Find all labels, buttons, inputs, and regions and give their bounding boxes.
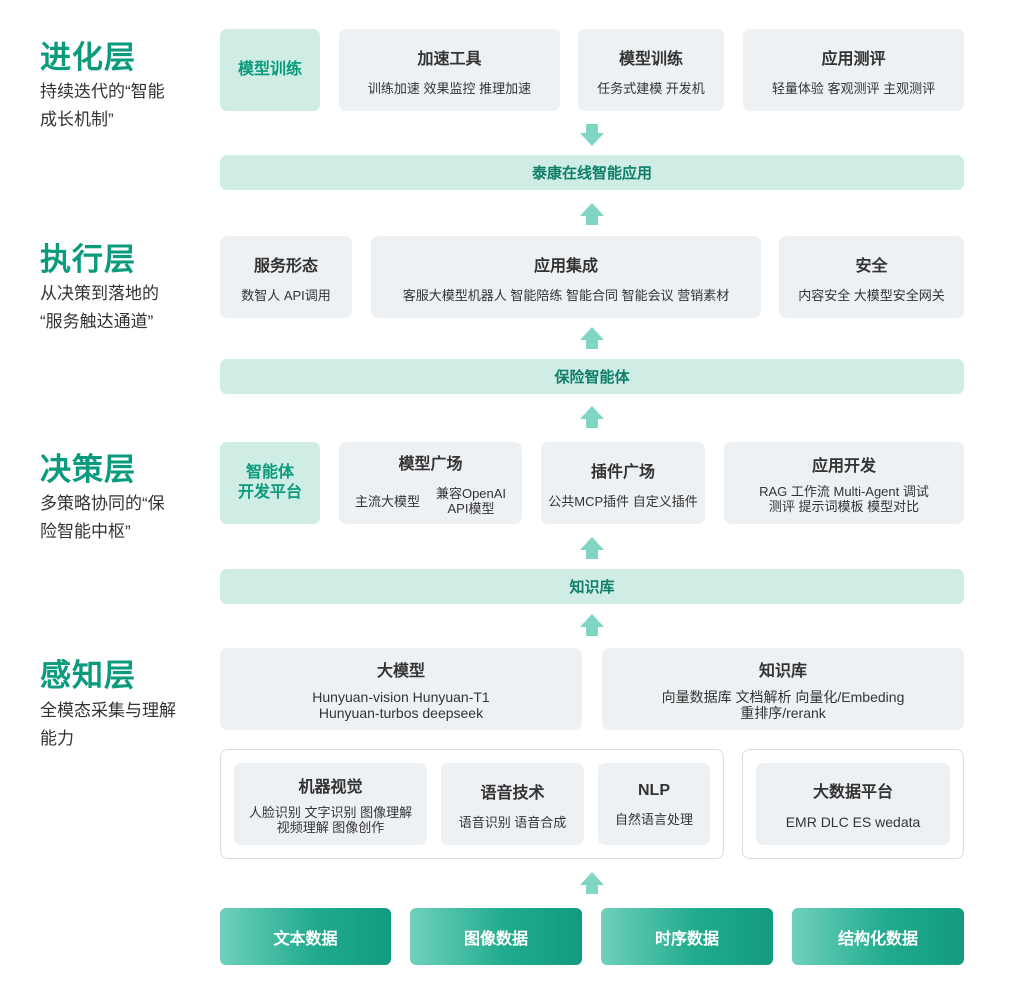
box-items-line: 视频理解 图像创作 <box>276 820 385 835</box>
box-title: 插件广场 <box>590 463 655 481</box>
layer-desc-line: “服务触达通道” <box>40 312 154 331</box>
per-speech-box: 语音技术 语音识别 语音合成 <box>441 763 584 845</box>
box-title: 模型广场 <box>398 456 463 473</box>
dec-model-square-box: 模型广场 主流大模型 兼容OpenAI API模型 <box>339 442 522 524</box>
box-title: 应用开发 <box>811 458 876 475</box>
box-title: 知识库 <box>758 663 807 680</box>
item-mainstream: 主流大模型 <box>354 493 420 509</box>
box-items: 语音识别 语音合成 <box>458 814 567 830</box>
arrow-up-icon <box>580 327 604 349</box>
box-items: 内容安全 大模型安全网关 <box>798 287 945 303</box>
layer-desc-line: 成长机制” <box>40 110 114 129</box>
evo-highlight-model-training: 模型训练 <box>220 29 320 111</box>
box-items-line: 人脸识别 文字识别 图像理解 <box>248 805 413 820</box>
box-items-line: RAG 工作流 Multi-Agent 调试 <box>759 484 929 499</box>
dec-plugin-square-box: 插件广场 公共MCP插件 自定义插件 <box>541 442 705 524</box>
layer-title-evolution: 进化层 <box>40 40 136 75</box>
box-items-line: Hunyuan-turbos deepseek <box>318 705 484 721</box>
data-source-structured: 结构化数据 <box>792 908 964 965</box>
per-llm-box: 大模型 Hunyuan-vision Hunyuan-T1 Hunyuan-tu… <box>220 648 582 730</box>
box-items-line: 重排序/rerank <box>740 705 826 721</box>
box-items-line: 向量数据库 文档解析 向量化/Embeding <box>661 689 905 705</box>
box-title: 模型训练 <box>618 50 683 68</box>
box-title: 应用集成 <box>533 257 598 275</box>
layer-desc-line: 多策略协同的“保 <box>40 494 165 513</box>
evo-app-eval-box: 应用测评 轻量体验 客观测评 主观测评 <box>743 29 964 111</box>
evo-bar: 泰康在线智能应用 <box>220 155 964 190</box>
layer-desc-perception: 全模态采集与理解 能力 <box>40 697 176 753</box>
highlight-line: 开发平台 <box>237 484 302 501</box>
data-source-timeseries: 时序数据 <box>601 908 773 965</box>
box-items: EMR DLC ES wedata <box>785 814 921 830</box>
box-title: NLP <box>638 781 670 799</box>
layer-desc-decision: 多策略协同的“保 险智能中枢” <box>40 490 165 546</box>
arrow-up-icon <box>580 614 604 636</box>
item-line: API模型 <box>447 501 495 516</box>
item-line: 兼容OpenAI <box>435 486 507 501</box>
box-title: 安全 <box>855 257 888 275</box>
layer-desc-line: 险智能中枢” <box>40 522 131 541</box>
box-title: 机器视觉 <box>298 779 363 796</box>
box-title: 应用测评 <box>821 50 886 68</box>
box-items: 任务式建模 开发机 <box>597 80 705 96</box>
layer-desc-line: 从决策到落地的 <box>40 284 159 303</box>
box-title: 大数据平台 <box>812 784 893 801</box>
layer-title-decision: 决策层 <box>40 452 136 487</box>
per-nlp-box: NLP 自然语言处理 <box>598 763 710 845</box>
box-items: 训练加速 效果监控 推理加速 <box>367 80 532 96</box>
layer-desc-execution: 从决策到落地的 “服务触达通道” <box>40 280 159 336</box>
arrow-down-icon <box>580 124 604 146</box>
data-source-text: 文本数据 <box>220 908 391 965</box>
dec-highlight-agent-platform: 智能体 开发平台 <box>220 442 320 524</box>
box-items-line: 测评 提示词模板 模型对比 <box>768 499 920 514</box>
per-cv-box: 机器视觉 人脸识别 文字识别 图像理解 视频理解 图像创作 <box>234 763 427 845</box>
evo-model-training-box: 模型训练 任务式建模 开发机 <box>578 29 724 111</box>
exe-service-box: 服务形态 数智人 API调用 <box>220 236 352 318</box>
layer-desc-line: 持续迭代的“智能 <box>40 82 165 101</box>
dec-bar: 知识库 <box>220 569 964 604</box>
arrow-up-icon <box>580 872 604 894</box>
dec-app-dev-box: 应用开发 RAG 工作流 Multi-Agent 调试 测评 提示词模板 模型对… <box>724 442 964 524</box>
box-items-line: Hunyuan-vision Hunyuan-T1 <box>312 689 490 705</box>
exe-bar: 保险智能体 <box>220 359 964 394</box>
layer-title-perception: 感知层 <box>40 658 136 693</box>
box-items: 数智人 API调用 <box>241 287 331 303</box>
box-items: 轻量体验 客观测评 主观测评 <box>771 80 936 96</box>
layer-desc-line: 全模态采集与理解 <box>40 701 176 720</box>
arrow-up-icon <box>580 537 604 559</box>
exe-integration-box: 应用集成 客服大模型机器人 智能陪练 智能合同 智能会议 营销素材 <box>371 236 761 318</box>
per-kb-box: 知识库 向量数据库 文档解析 向量化/Embeding 重排序/rerank <box>602 648 964 730</box>
evo-accel-tools-box: 加速工具 训练加速 效果监控 推理加速 <box>339 29 560 111</box>
box-title: 大模型 <box>376 663 425 680</box>
data-source-image: 图像数据 <box>410 908 582 965</box>
layer-title-execution: 执行层 <box>40 242 136 277</box>
item-openai-compat: 兼容OpenAI API模型 <box>436 486 506 516</box>
arrow-up-icon <box>580 406 604 428</box>
layer-desc-line: 能力 <box>40 729 74 748</box>
box-title: 语音技术 <box>480 784 545 802</box>
highlight-line: 智能体 <box>245 464 294 481</box>
box-items: 主流大模型 兼容OpenAI API模型 <box>355 486 506 516</box>
layer-desc-evolution: 持续迭代的“智能 成长机制” <box>40 78 165 134</box>
exe-security-box: 安全 内容安全 大模型安全网关 <box>779 236 964 318</box>
box-items: 客服大模型机器人 智能陪练 智能合同 智能会议 营销素材 <box>402 287 730 303</box>
per-bigdata-box: 大数据平台 EMR DLC ES wedata <box>756 763 950 845</box>
box-items: 公共MCP插件 自定义插件 <box>548 493 698 509</box>
box-title: 加速工具 <box>417 50 482 68</box>
box-title: 服务形态 <box>253 257 318 275</box>
arrow-up-icon <box>580 203 604 225</box>
box-items: 自然语言处理 <box>614 811 693 827</box>
